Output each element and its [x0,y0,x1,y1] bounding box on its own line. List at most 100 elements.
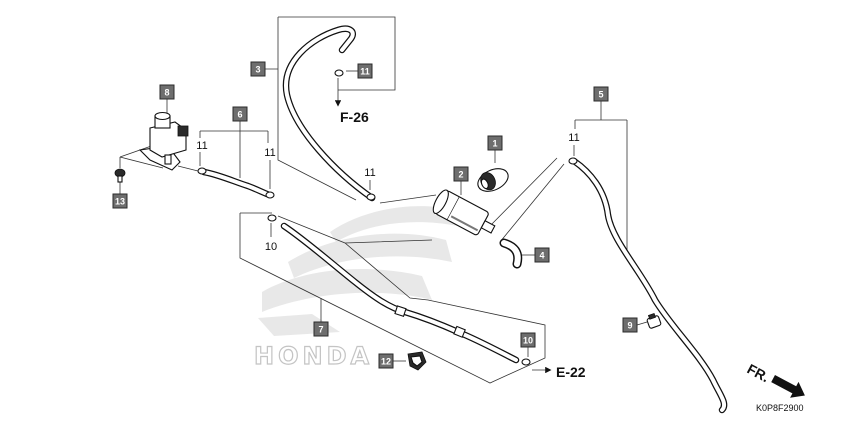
solenoid-valve-part-8 [138,111,189,171]
note-11-right: 11 [264,147,275,159]
callout-box [250,61,266,77]
clamp-11-hose3-end [366,193,376,201]
leader-3-to-canister [379,194,437,204]
callout-box [112,193,128,209]
callout-box [232,106,248,122]
leader-8-to-hose [177,165,199,172]
callout-10: 10 [520,332,536,348]
clip-12-ring [410,355,423,367]
clamp-11-left [197,167,207,175]
callout-label: 7 [318,325,323,335]
callout-label: 11 [360,67,370,77]
callout-13: 13 [112,193,128,209]
callout-label: 10 [523,336,533,346]
leader-6-bracket [199,121,269,178]
diagram-code: K0P8F2900 [756,403,804,413]
clamp-10-left [267,214,277,222]
callouts: 1 2 3 4 5 6 7 8 9 10 11 12 13 [112,61,638,369]
callout-12: 12 [378,353,394,369]
hose-5-fill [572,159,727,412]
callout-label: 8 [164,88,169,98]
clamp-11-hose5 [568,157,578,165]
bolt-shank [117,175,123,183]
clip-9-tab [647,312,656,320]
ref-e22: E-22 [556,364,586,380]
leader-7-bracket [239,212,546,384]
callout-box [622,317,638,333]
cap-opening [480,178,489,190]
ref-f26: F-26 [340,109,369,125]
callout-label: 2 [458,170,463,180]
hose-7-fitting-1 [394,305,407,318]
callout-box [534,247,550,263]
callout-label: 6 [237,110,242,120]
hose-7-fitting-2 [453,325,466,338]
clip-part-9 [646,312,662,329]
clip-part-12 [407,351,427,371]
hose-part-7 [280,222,520,364]
leader-canister-to-5 [485,157,565,243]
valve-connector [177,125,189,137]
callout-label: 5 [598,90,603,100]
hose-part-3 [282,25,376,202]
callout-3: 3 [250,61,266,77]
canister-outlet [480,219,496,234]
part-notes: 11 11 11 11 10 [196,132,579,253]
note-11-hose5: 11 [568,132,579,144]
front-label: FR. [745,361,772,386]
callout-label: 4 [539,251,544,261]
callout-8: 8 [159,84,175,100]
valve-nozzle [164,154,172,165]
leader-9 [636,321,648,326]
callout-4: 4 [534,247,550,263]
note-11-hose3: 11 [364,167,375,179]
canister-end-cap [432,189,449,214]
bolt-part-13 [114,168,126,183]
canister-part-2 [432,189,496,236]
callout-box [453,166,469,182]
callout-6: 6 [232,106,248,122]
callout-label: 1 [492,139,497,149]
callout-box [378,353,394,369]
callout-11: 11 [357,63,373,79]
canister-shade [450,215,479,232]
valve-body [149,121,187,158]
watermark-wing-band-1 [262,269,432,312]
callout-1: 1 [487,135,503,151]
callout-7: 7 [313,321,329,337]
clamp-10-right [521,358,531,366]
leader-5-bracket [574,101,628,255]
watermark-wing-band-2 [288,233,452,278]
callout-label: 3 [255,65,260,75]
front-direction-indicator: FR. [745,361,805,398]
callout-5: 5 [593,86,609,102]
callout-box [357,63,373,79]
front-arrow-icon [771,375,805,398]
hose-part-6 [200,168,271,198]
callout-box [159,84,175,100]
clamps [197,69,578,366]
callout-9: 9 [622,317,638,333]
callout-box [313,321,329,337]
watermark-text: HONDA [254,342,373,370]
callout-box [520,332,536,348]
callout-label: 9 [627,321,632,331]
clamp-11-right [265,191,275,199]
callout-label: 13 [115,197,125,207]
valve-top-cap [154,111,171,121]
hose-part-5 [570,157,728,414]
callout-box [487,135,503,151]
leader-lines [119,16,648,384]
hose-6-fill [202,170,269,196]
watermark-wing-band-3 [330,206,458,242]
callout-label: 12 [381,357,391,367]
clamp-11-hose3-top [334,69,344,77]
honda-watermark: HONDA [253,206,458,371]
callout-2: 2 [453,166,469,182]
note-11-left: 11 [196,140,207,152]
leader-3-bracket [265,16,396,201]
hose-part-4 [499,238,523,269]
hose-4-fill [501,240,521,267]
callout-box [593,86,609,102]
